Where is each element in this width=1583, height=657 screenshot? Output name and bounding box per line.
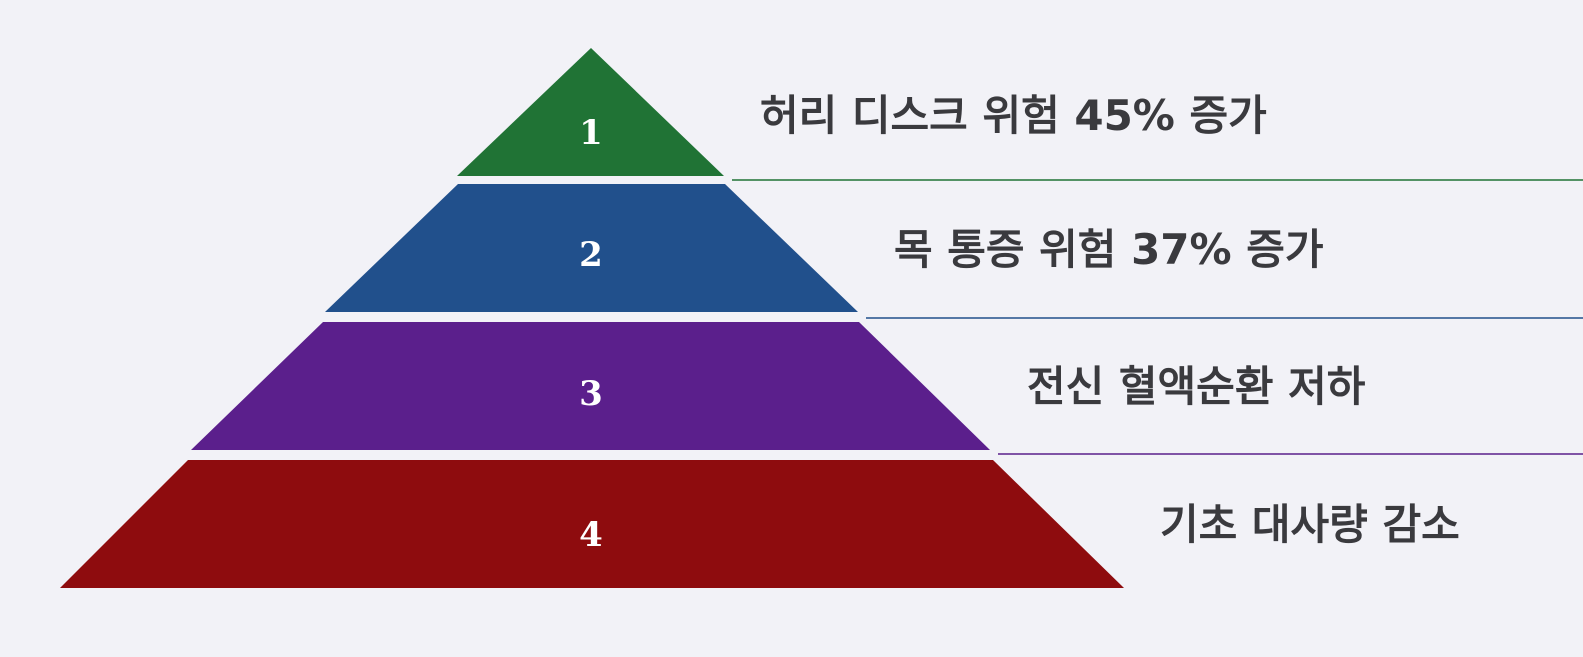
tier-1-shape [457,48,724,176]
tier-1-number: 1 [579,113,603,153]
tier-3-label: 전신 혈액순환 저하 [1027,362,1366,411]
pyramid-tier-3: 3 전신 혈액순환 저하 [191,322,1583,455]
tier-2-label: 목 통증 위험 37% 증가 [894,225,1324,274]
tier-3-number: 3 [579,374,603,414]
tier-4-number: 4 [579,515,603,555]
tier-1-label: 허리 디스크 위험 45% 증가 [760,91,1267,140]
tier-4-shape [60,460,1124,588]
tier-2-shape [325,184,858,312]
pyramid-tier-2: 2 목 통증 위험 37% 증가 [325,184,1583,319]
pyramid-tier-1: 1 허리 디스크 위험 45% 증가 [457,48,1583,181]
pyramid-tier-4: 4 기초 대사량 감소 [60,460,1460,588]
tier-2-number: 2 [579,235,603,275]
tier-4-label: 기초 대사량 감소 [1160,500,1460,549]
tier-3-shape [191,322,990,450]
